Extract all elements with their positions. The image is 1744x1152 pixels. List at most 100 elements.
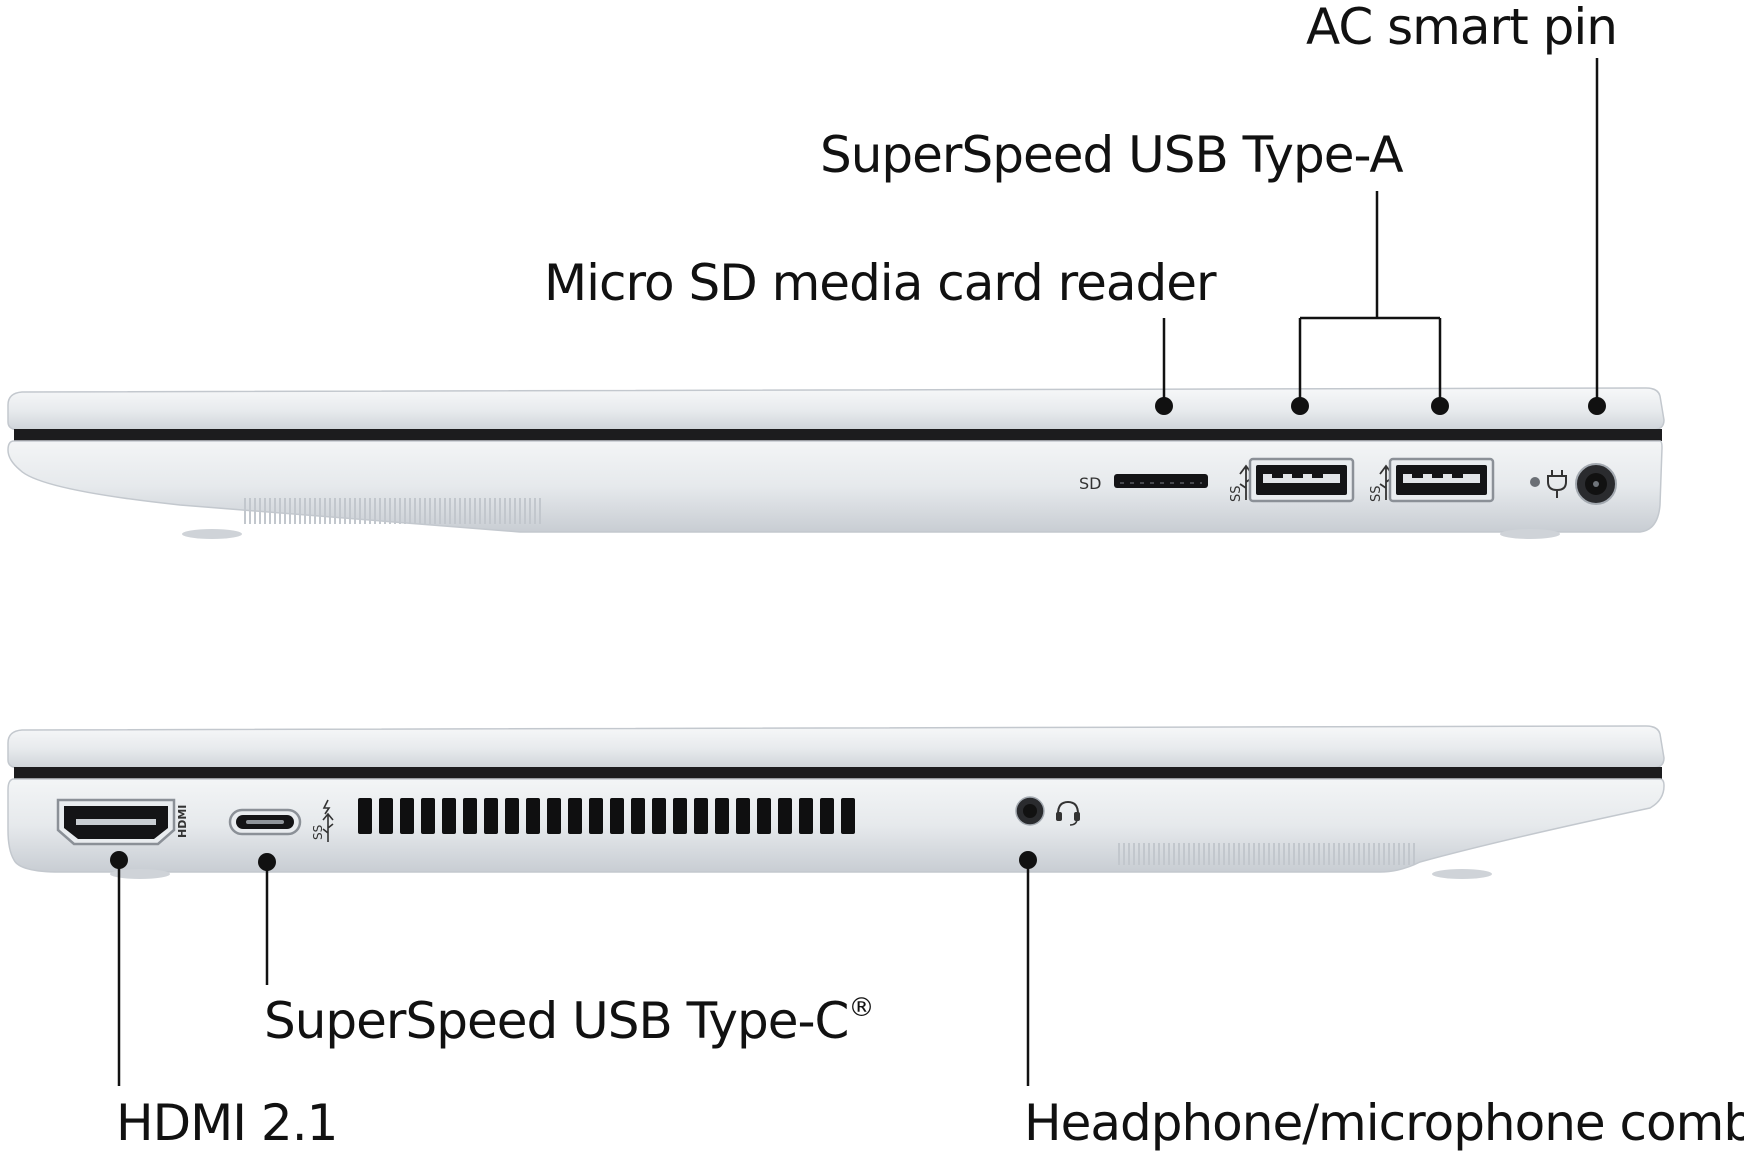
vent-slot (400, 798, 414, 834)
grille-slot (1343, 843, 1345, 865)
grille-slot (1303, 843, 1305, 865)
grille-slot (1123, 843, 1125, 865)
grille-slot (389, 498, 391, 524)
grille-slot (1268, 843, 1270, 865)
grille-slot (329, 498, 331, 524)
grille-slot (369, 498, 371, 524)
grille-slot (1333, 843, 1335, 865)
grille-slot (269, 498, 271, 524)
vent-slot (715, 798, 729, 834)
grille-slot (1228, 843, 1230, 865)
grille-slot (1193, 843, 1195, 865)
callout-ac-smart-pin: AC smart pin (1306, 0, 1618, 56)
vent-slot (778, 798, 792, 834)
vent-slot (652, 798, 666, 834)
grille-slot (1128, 843, 1130, 865)
superspeed-usb-icon: SS (1369, 464, 1393, 502)
grille-slot (444, 498, 446, 524)
grille-slot (254, 498, 256, 524)
vent-slot (358, 798, 372, 834)
grille-slot (414, 498, 416, 524)
grille-slot (1168, 843, 1170, 865)
grille-slot (294, 498, 296, 524)
lid-left (7, 725, 1665, 769)
grille-slot (1213, 843, 1215, 865)
foot-left-2 (1432, 869, 1492, 879)
grille-slot (1243, 843, 1245, 865)
grille-slot (1253, 843, 1255, 865)
headphone-microphone-jack[interactable] (1015, 796, 1045, 826)
vent-slot (631, 798, 645, 834)
hdmi-port[interactable] (56, 798, 176, 846)
vent-slot (421, 798, 435, 834)
grille-slot (354, 498, 356, 524)
usb-type-a-port-1[interactable] (1248, 457, 1355, 503)
grille-slot (339, 498, 341, 524)
grille-slot (284, 498, 286, 524)
vent-slot (526, 798, 540, 834)
svg-text:SS: SS (1369, 485, 1384, 502)
grille-slot (1293, 843, 1295, 865)
grille-slot (1233, 843, 1235, 865)
grille-slot (1358, 843, 1360, 865)
grille-slot (1288, 843, 1290, 865)
grille-slot (304, 498, 306, 524)
grille-slot (1248, 843, 1250, 865)
svg-text:SS: SS (311, 825, 325, 840)
grille-slot (1203, 843, 1205, 865)
marker-ac-smart-pin (1588, 397, 1606, 415)
grille-slot (299, 498, 301, 524)
vent-slot (484, 798, 498, 834)
grille-slot (394, 498, 396, 524)
usb-type-a-port-2[interactable] (1388, 457, 1495, 503)
grille-slot (309, 498, 311, 524)
grille-slot (319, 498, 321, 524)
grille-slot (429, 498, 431, 524)
grille-slot (374, 498, 376, 524)
callout-headphone: Headphone/microphone combo (1024, 1094, 1744, 1152)
callout-usb-type-c: SuperSpeed USB Type-C® (264, 995, 874, 1046)
grille-slot (279, 498, 281, 524)
grille-slot (1263, 843, 1265, 865)
grille-slot (479, 498, 481, 524)
grille-slot (1313, 843, 1315, 865)
marker-usb-a-1 (1291, 397, 1309, 415)
usb-type-c-port[interactable] (228, 808, 302, 836)
grille-slot (1403, 843, 1405, 865)
vent-slot (568, 798, 582, 834)
marker-hdmi (110, 851, 128, 869)
grille-slot (404, 498, 406, 524)
grille-slot (1368, 843, 1370, 865)
marker-usb-type-c (258, 853, 276, 871)
grille-slot (289, 498, 291, 524)
ac-smart-pin-port[interactable] (1575, 463, 1617, 505)
grille-slot (1353, 843, 1355, 865)
grille-slot (489, 498, 491, 524)
foot-right-1 (182, 529, 242, 539)
lid-right (7, 387, 1665, 431)
vent-slot (505, 798, 519, 834)
grille-slot (1398, 843, 1400, 865)
headset-icon (1056, 800, 1080, 826)
laptop-right-side: SD SS SS (7, 387, 1665, 539)
grille-slot (529, 498, 531, 524)
grille-slot (1348, 843, 1350, 865)
grille-slot (1198, 843, 1200, 865)
grille-slot (474, 498, 476, 524)
grille-slot (344, 498, 346, 524)
grille-slot (379, 498, 381, 524)
grille-slot (464, 498, 466, 524)
grille-slot (334, 498, 336, 524)
grille-slot (1378, 843, 1380, 865)
vent-slot (610, 798, 624, 834)
superspeed-usb-charging-icon: SS (311, 799, 334, 842)
sd-card-slot[interactable] (1114, 474, 1208, 488)
grille-slot (1133, 843, 1135, 865)
vent-slot (463, 798, 477, 834)
vent-slot (379, 798, 393, 834)
grille-slot (359, 498, 361, 524)
speaker-grille-left (1118, 843, 1415, 865)
grille-slot (509, 498, 511, 524)
